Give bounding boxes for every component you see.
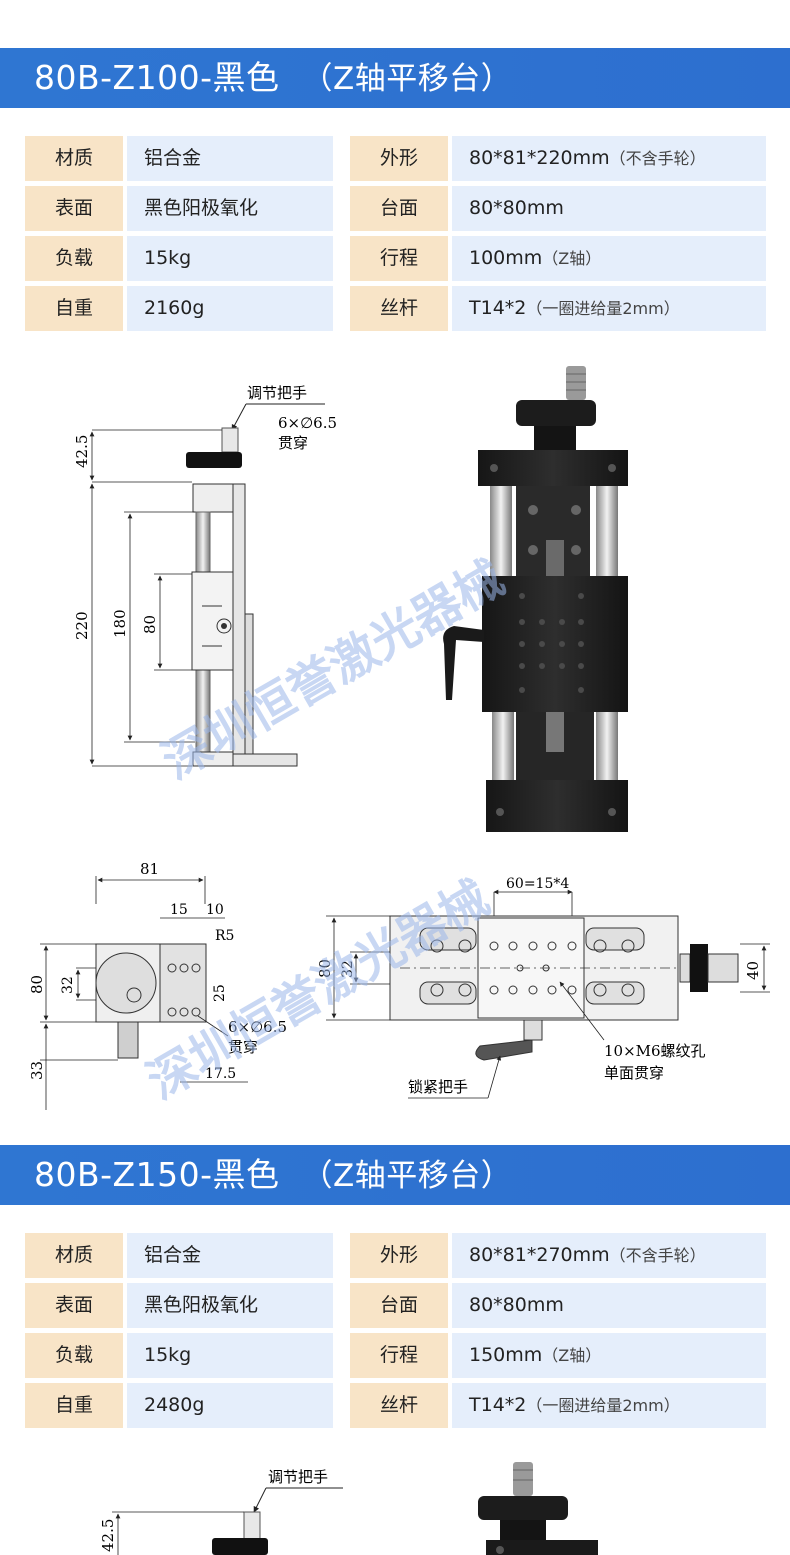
spec-note: （不含手轮） — [609, 149, 706, 168]
top-dim-25: 25 — [212, 984, 228, 1002]
spec-value: 80*81*220mm（不含手轮） — [452, 136, 766, 181]
dim-80: 80 — [141, 615, 159, 634]
spec-label: 外形 — [350, 136, 448, 181]
spec-value-text: 80*80mm — [469, 1294, 564, 1316]
spec-label: 丝杆 — [350, 1383, 448, 1428]
dim-42-5: 42.5 — [73, 435, 91, 468]
spec-value-text: 黑色阳极氧化 — [144, 197, 259, 219]
spec-value: 15kg — [127, 236, 333, 281]
spec-note: （Z轴） — [542, 249, 602, 268]
spec-value: 铝合金 — [127, 1233, 333, 1278]
spec-label: 行程 — [350, 1333, 448, 1378]
product-photo-2 — [478, 1462, 598, 1555]
spec-value: 100mm（Z轴） — [452, 236, 766, 281]
spec-label: 表面 — [25, 186, 123, 231]
spec-label: 材质 — [25, 1233, 123, 1278]
side-dim-32: 32 — [340, 960, 356, 978]
spec-label: 材质 — [25, 136, 123, 181]
spec-value: 2160g — [127, 286, 333, 331]
spec-value-text: 黑色阳极氧化 — [144, 1294, 259, 1316]
top-dim-17-5: 17.5 — [205, 1066, 236, 1082]
m6-holes-label: 10×M6螺纹孔 — [604, 1042, 706, 1060]
product-photo — [443, 366, 628, 832]
spec-value-text: 铝合金 — [144, 147, 202, 169]
spec-label: 负载 — [25, 1333, 123, 1378]
top-dim-33: 33 — [28, 1061, 46, 1080]
spec-value: 铝合金 — [127, 136, 333, 181]
top-view-drawing: 81 15 10 R5 80 32 25 33 17.5 6×∅6.5 贯穿 — [28, 860, 287, 1110]
technical-drawing-2: 调节把手 42.5 — [99, 1462, 598, 1555]
spec-value-text: 150mm — [469, 1344, 543, 1366]
spec-value: 15kg — [127, 1333, 333, 1378]
side-dim-40: 40 — [744, 961, 762, 980]
spec-value-text: 15kg — [144, 1344, 192, 1366]
adjust-handle-label: 调节把手 — [247, 384, 307, 402]
spec-value-text: 80*81*220mm — [469, 147, 610, 169]
dim-180: 180 — [111, 609, 129, 638]
spec-value-text: 15kg — [144, 247, 192, 269]
spec-note: （Z轴） — [542, 1346, 602, 1365]
spec-note: （不含手轮） — [609, 1246, 706, 1265]
spec-value-text: 100mm — [469, 247, 543, 269]
spec-value-text: 铝合金 — [144, 1244, 202, 1266]
dim-42-5: 42.5 — [99, 1519, 117, 1552]
spec-label: 丝杆 — [350, 286, 448, 331]
side-view-drawing: 60=15*4 40 80 32 — [316, 876, 770, 1099]
spec-value: 黑色阳极氧化 — [127, 1283, 333, 1328]
technical-drawing: 调节把手 6×∅6.5 贯穿 42.5 220 180 — [28, 366, 770, 1110]
spec-label: 负载 — [25, 236, 123, 281]
spec-value: 150mm（Z轴） — [452, 1333, 766, 1378]
spec-label: 行程 — [350, 236, 448, 281]
spec-label: 台面 — [350, 1283, 448, 1328]
spec-table: 材质 铝合金 外形 80*81*270mm（不含手轮） 表面 黑色阳极氧化 台面… — [25, 1233, 766, 1429]
holes-label-2: 6×∅6.5 — [228, 1018, 287, 1036]
spec-value: 黑色阳极氧化 — [127, 186, 333, 231]
spec-value-text: T14*2 — [469, 1394, 527, 1416]
spec-value: 2480g — [127, 1383, 333, 1428]
top-dim-15: 15 — [170, 902, 188, 918]
spec-value-text: 2480g — [144, 1394, 205, 1416]
spec-value-text: T14*2 — [469, 297, 527, 319]
spec-table: 材质 铝合金 外形 80*81*220mm（不含手轮） 表面 黑色阳极氧化 台面… — [25, 136, 766, 332]
spec-value: 80*80mm — [452, 186, 766, 231]
m6-through-label: 单面贯穿 — [604, 1064, 664, 1082]
side-dim-pitch: 60=15*4 — [506, 876, 569, 892]
through-label: 贯穿 — [278, 434, 308, 452]
dim-220: 220 — [73, 611, 91, 640]
top-dim-r5: R5 — [215, 928, 234, 944]
spec-label: 台面 — [350, 186, 448, 231]
section-banner: 80B-Z100-黑色 （Z轴平移台） — [0, 48, 790, 108]
spec-value-text: 80*80mm — [469, 197, 564, 219]
top-dim-32: 32 — [60, 976, 76, 994]
model-title: 80B-Z100-黑色 — [34, 58, 280, 97]
spec-value-text: 80*81*270mm — [469, 1244, 610, 1266]
side-elevation-drawing: 调节把手 6×∅6.5 贯穿 42.5 220 180 — [73, 384, 337, 767]
spec-note: （一圈进给量2mm） — [526, 299, 680, 318]
top-dim-10: 10 — [206, 902, 224, 918]
spec-value: T14*2（一圈进给量2mm） — [452, 1383, 766, 1428]
section-banner: 80B-Z150-黑色 （Z轴平移台） — [0, 1145, 790, 1205]
adjust-handle-label: 调节把手 — [268, 1468, 328, 1486]
side-dim-80: 80 — [316, 959, 334, 978]
spec-label: 外形 — [350, 1233, 448, 1278]
holes-label: 6×∅6.5 — [278, 414, 337, 432]
spec-value: T14*2（一圈进给量2mm） — [452, 286, 766, 331]
spec-value: 80*81*270mm（不含手轮） — [452, 1233, 766, 1278]
through-label-2: 贯穿 — [228, 1038, 258, 1056]
spec-label: 自重 — [25, 286, 123, 331]
spec-label: 表面 — [25, 1283, 123, 1328]
lock-handle-label: 锁紧把手 — [408, 1078, 468, 1096]
top-dim-81: 81 — [140, 860, 159, 878]
spec-note: （一圈进给量2mm） — [526, 1396, 680, 1415]
spec-label: 自重 — [25, 1383, 123, 1428]
model-subtitle: （Z轴平移台） — [301, 61, 513, 97]
spec-value-text: 2160g — [144, 297, 205, 319]
model-title: 80B-Z150-黑色 — [34, 1155, 280, 1194]
spec-value: 80*80mm — [452, 1283, 766, 1328]
model-subtitle: （Z轴平移台） — [301, 1158, 513, 1194]
top-dim-80: 80 — [28, 975, 46, 994]
